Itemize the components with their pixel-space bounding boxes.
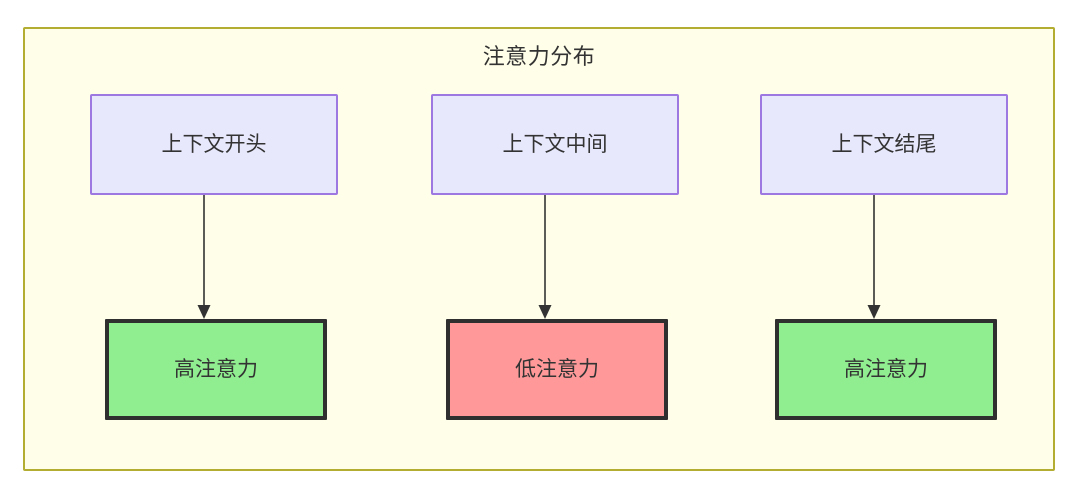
edge-context-start-to-result	[190, 195, 218, 321]
subgraph-title: 注意力分布	[482, 44, 596, 69]
diagram-column-3: 上下文结尾 高注意力	[760, 29, 1008, 469]
diagram-column-1: 上下文开头 高注意力	[90, 29, 338, 469]
arrow-down-icon	[867, 195, 881, 319]
edge-context-end-to-result	[860, 195, 888, 321]
node-context-middle[interactable]: 上下文中间	[431, 94, 679, 195]
node-low-attention-middle-label: 低注意力	[515, 357, 599, 381]
node-context-middle-label: 上下文中间	[502, 132, 608, 156]
attention-distribution-subgraph: 注意力分布 上下文开头 高注意力 上下文中间	[23, 27, 1055, 471]
diagram-column-2: 上下文中间 低注意力	[431, 29, 679, 469]
node-high-attention-end-label: 高注意力	[844, 357, 928, 381]
node-context-start-label: 上下文开头	[161, 132, 267, 156]
arrow-down-icon	[538, 195, 552, 319]
node-context-end[interactable]: 上下文结尾	[760, 94, 1008, 195]
node-high-attention-start[interactable]: 高注意力	[105, 319, 327, 420]
node-context-start[interactable]: 上下文开头	[90, 94, 338, 195]
node-high-attention-start-label: 高注意力	[174, 357, 258, 381]
arrow-down-icon	[197, 195, 211, 319]
edge-context-middle-to-result	[531, 195, 559, 321]
node-low-attention-middle[interactable]: 低注意力	[446, 319, 668, 420]
node-context-end-label: 上下文结尾	[831, 132, 937, 156]
node-high-attention-end[interactable]: 高注意力	[775, 319, 997, 420]
